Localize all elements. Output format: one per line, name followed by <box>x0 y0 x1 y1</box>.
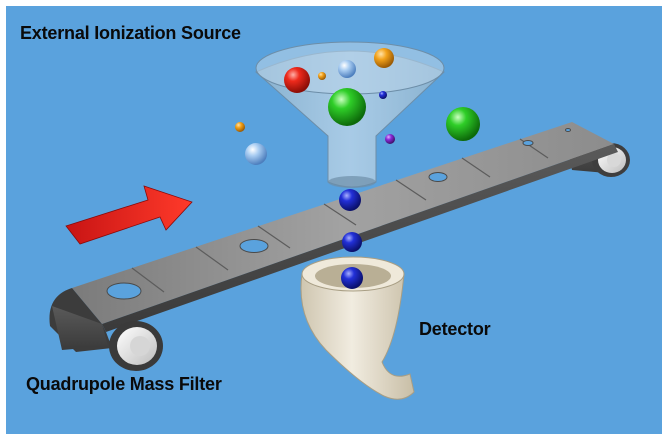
mass-filter-illustration <box>49 41 630 400</box>
label-ionization-source: External Ionization Source <box>20 23 241 43</box>
left-roller <box>49 288 163 371</box>
label-detector: Detector <box>419 319 491 339</box>
transmitted-ions <box>339 189 363 289</box>
label-mass-filter: Quadrupole Mass Filter <box>26 374 222 394</box>
diagram-panel: External Ionization Source Quadrupole Ma… <box>6 6 662 434</box>
direction-arrow <box>65 185 193 245</box>
scattered-ions <box>235 107 480 165</box>
ions-in-funnel <box>284 48 394 126</box>
